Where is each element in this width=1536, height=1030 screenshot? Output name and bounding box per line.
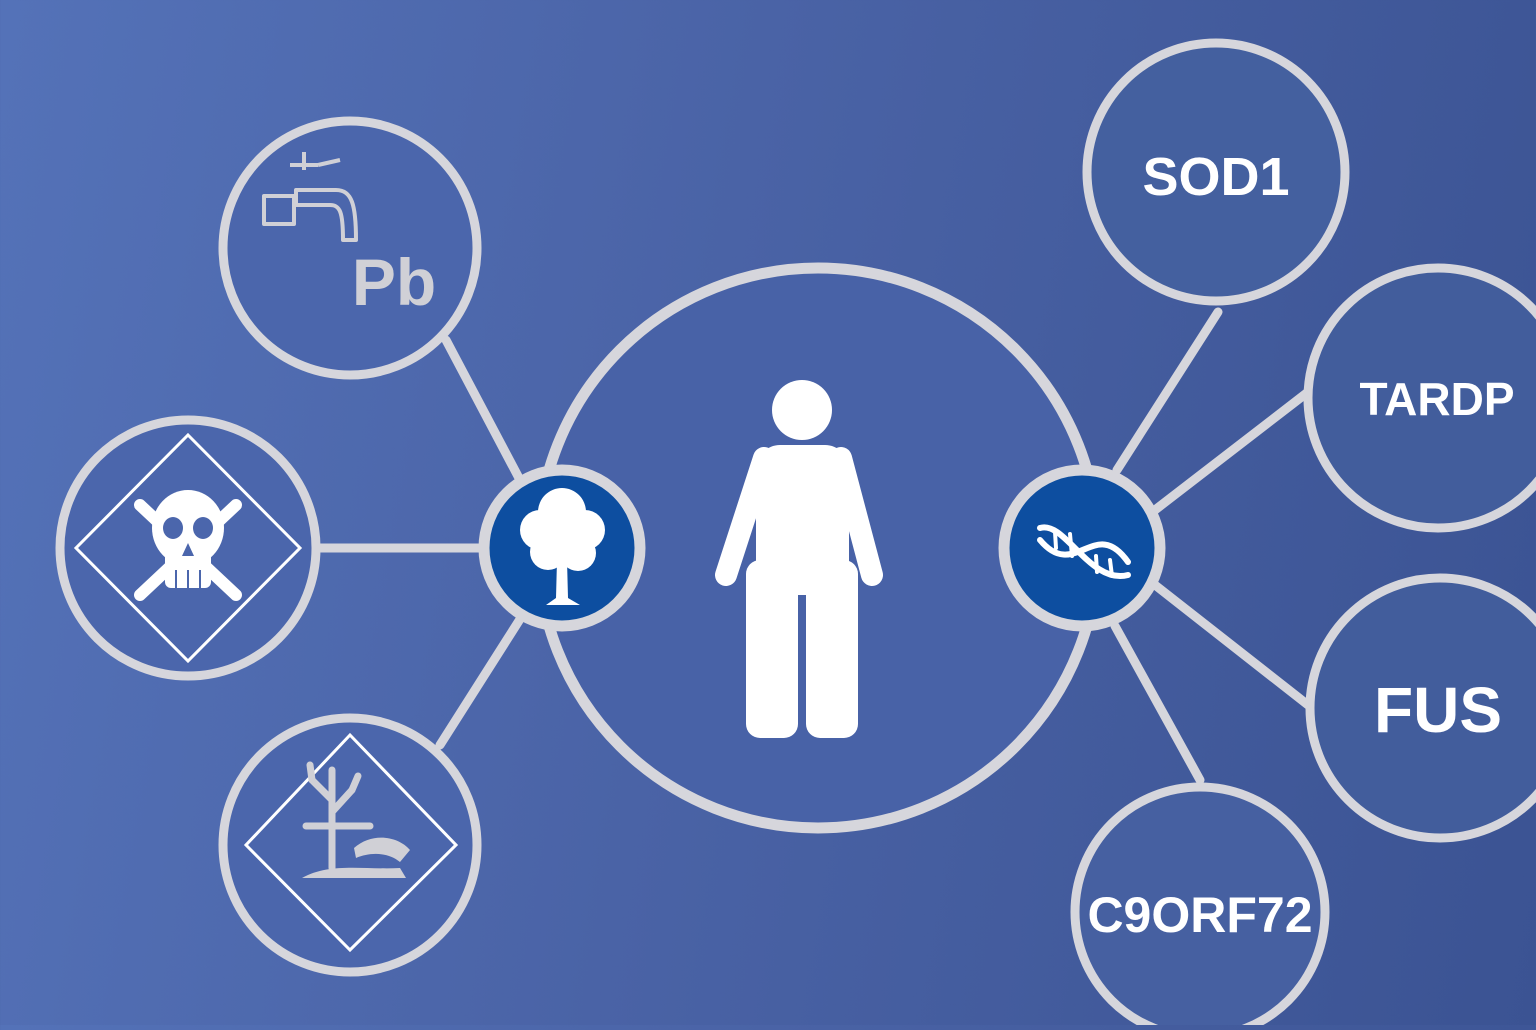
connectors (313, 307, 1313, 785)
gene-label-tardp: TARDP (1359, 373, 1514, 425)
environmental-hazard-icon (243, 732, 459, 953)
connector-pb (441, 335, 525, 485)
c9orf72-ring (1070, 782, 1330, 1030)
toxic-node (55, 415, 321, 681)
env-hazard-node (218, 713, 482, 977)
gene-label-sod1: SOD1 (1142, 147, 1289, 207)
gene-node-tardp: TARDP (1303, 263, 1536, 533)
person-icon (715, 380, 883, 738)
connector-sod1 (1112, 307, 1223, 475)
sod1-ring (1082, 38, 1350, 306)
water-tap-icon (262, 152, 358, 242)
pb-node: Pb (218, 116, 482, 380)
connector-c9orf72 (1110, 621, 1205, 785)
person-node (532, 262, 1104, 834)
gene-node-sod1: SOD1 (1082, 38, 1350, 306)
dna-icon (1037, 524, 1131, 580)
gene-label-c9orf72: C9ORF72 (1087, 887, 1312, 943)
environment-hub (478, 464, 646, 632)
connector-tardp (1150, 387, 1313, 515)
tree-icon (520, 488, 605, 605)
pb-ring (218, 116, 482, 380)
connector-env-hazard (435, 611, 527, 750)
env-hazard-ring (218, 713, 482, 977)
skull-crossbones-hazard-icon (73, 432, 303, 664)
genetics-hub (998, 464, 1166, 632)
tardp-ring (1303, 263, 1536, 533)
gene-label-fus: FUS (1374, 674, 1502, 746)
fus-ring (1305, 573, 1536, 843)
pb-label: Pb (352, 245, 436, 319)
gene-node-fus: FUS (1305, 573, 1536, 843)
connector-fus (1150, 580, 1313, 710)
gene-node-c9orf72: C9ORF72 (1070, 782, 1330, 1030)
